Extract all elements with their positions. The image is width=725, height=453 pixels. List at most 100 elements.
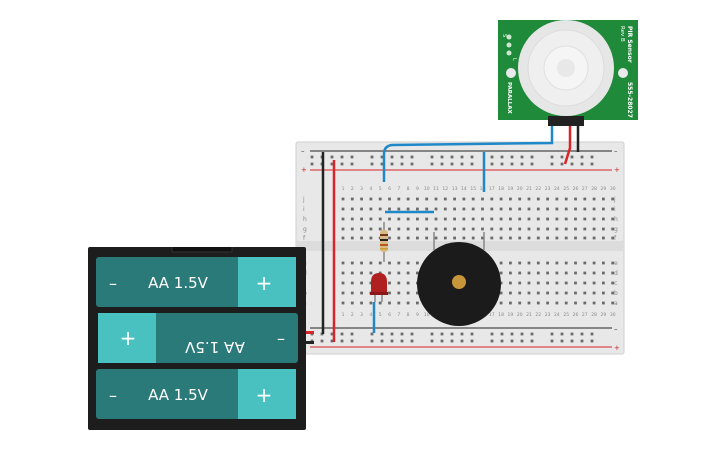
hole-bottom-2-18 [509,281,512,285]
resistor-band-4 [380,248,388,250]
hole-rail-2-22 [530,332,534,336]
hole-top-1-19 [518,207,522,211]
hole-rail-1-0 [310,162,314,166]
hole-bottom-2-26 [583,281,587,285]
hole-bottom-0-20 [527,261,531,265]
hole-rail-3-10 [410,339,414,343]
hole-top-4-29 [611,236,615,240]
hole-top-3-21 [536,227,540,231]
hole-top-3-20 [527,227,531,231]
battery-1-label: AA 1.5V [148,274,209,292]
hole-rail-0-13 [440,155,444,159]
hole-rail-3-18 [490,339,494,343]
hole-rail-1-19 [500,162,504,166]
hole-top-2-16 [490,217,494,221]
hole-top-4-22 [546,236,549,240]
col-label-top-18: 18 [498,186,504,192]
hole-rail-0-12 [430,155,434,159]
hole-bottom-3-21 [536,291,540,295]
hole-rail-2-24 [550,332,554,336]
hole-bottom-4-19 [518,301,522,305]
col-label-top-5: 5 [379,186,382,192]
hole-rail-3-25 [560,339,564,343]
hole-top-2-7 [406,217,410,221]
hole-bottom-0-29 [611,261,615,265]
hole-rail-1-8 [390,162,394,166]
hole-bottom-2-25 [574,281,577,285]
hole-top-2-26 [583,217,587,221]
hole-bottom-4-18 [509,301,512,305]
hole-top-0-4 [378,197,382,201]
hole-top-3-23 [555,227,559,231]
col-label-bottom-26: 26 [573,312,579,318]
hole-bottom-0-24 [564,261,568,265]
hole-rail-2-4 [350,332,354,336]
pir-pin-dot-2 [506,42,512,48]
hole-rail-2-10 [410,332,414,336]
hole-top-2-9 [425,217,429,221]
hole-bottom-0-7 [406,261,410,265]
battery-3-label: AA 1.5V [148,386,209,404]
hole-top-0-18 [509,197,512,201]
col-label-bottom-4: 4 [369,312,372,318]
hole-top-3-3 [369,227,373,231]
breadboard-holes [310,155,615,343]
battery-2-minus: – [277,329,285,348]
hole-top-4-0 [341,236,345,240]
hole-bottom-4-5 [388,301,391,305]
col-label-bottom-7: 7 [397,312,400,318]
hole-top-2-17 [499,217,503,221]
battery-lead-black [306,341,314,344]
hole-bottom-2-2 [360,281,363,285]
hole-bottom-2-5 [388,281,391,285]
col-label-bottom-25: 25 [563,312,569,318]
hole-bottom-1-24 [564,271,568,275]
hole-rail-2-14 [450,332,454,336]
hole-bottom-0-4 [378,261,382,265]
hole-top-0-29 [611,197,615,201]
hole-bottom-4-26 [583,301,587,305]
hole-bottom-3-6 [397,291,401,295]
hole-rail-0-24 [550,155,554,159]
hole-top-1-27 [592,207,596,211]
hole-top-4-15 [481,236,484,240]
hole-bottom-3-22 [546,291,549,295]
hole-rail-1-13 [440,162,444,166]
col-label-bottom-18: 18 [498,312,504,318]
hole-bottom-0-0 [341,261,345,265]
hole-top-1-24 [564,207,568,211]
battery-2-plus: + [120,326,137,350]
col-label-top-24: 24 [554,186,560,192]
hole-bottom-4-1 [350,301,354,305]
hole-top-2-13 [462,217,466,221]
hole-top-2-15 [481,217,484,221]
hole-bottom-4-27 [592,301,596,305]
hole-top-4-25 [574,236,577,240]
hole-bottom-1-5 [388,271,391,275]
pir-header [548,116,584,126]
row-label-h-left: h [303,216,307,223]
hole-top-4-1 [350,236,354,240]
hole-bottom-1-8 [416,271,419,275]
hole-top-4-6 [397,236,401,240]
hole-rail-3-16 [470,339,474,343]
hole-top-4-13 [462,236,466,240]
col-label-top-23: 23 [545,186,551,192]
row-label-h-right: h [614,216,618,223]
hole-bottom-4-8 [416,301,419,305]
hole-top-3-28 [602,227,605,231]
hole-top-3-12 [453,227,456,231]
hole-rail-2-27 [580,332,584,336]
hole-top-2-12 [453,217,456,221]
col-label-bottom-24: 24 [554,312,560,318]
battery-pack: AA 1.5V – + AA 1.5V – + AA 1.5V – + [88,247,314,430]
col-label-top-1: 1 [342,186,345,192]
hole-top-0-7 [406,197,410,201]
hole-top-1-13 [462,207,466,211]
col-label-bottom-10: 10 [424,312,430,318]
col-label-top-26: 26 [573,186,579,192]
hole-bottom-2-21 [536,281,540,285]
row-label-f-left: f [303,235,306,242]
battery-2-label: AA 1.5V [184,338,245,356]
pir-title: PIR Sensor [626,26,633,63]
